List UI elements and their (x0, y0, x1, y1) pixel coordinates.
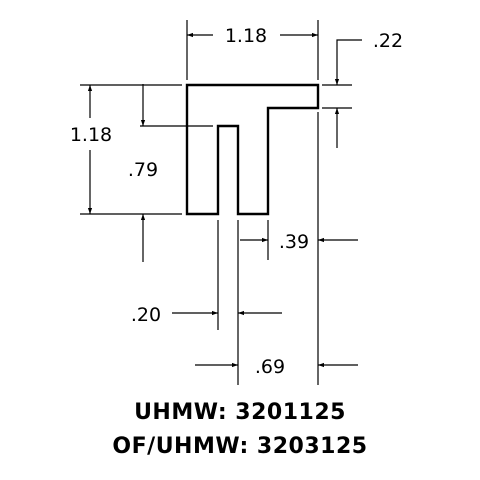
overall-height-label: 1.18 (70, 124, 112, 146)
right-offset-label: .69 (255, 356, 285, 378)
of-uhmw-part-number: OF/UHMW: 3203125 (112, 434, 368, 459)
slot-width-label: .20 (131, 304, 161, 326)
leg-width-label: .39 (279, 231, 309, 253)
uhmw-part-number: UHMW: 3201125 (134, 400, 346, 425)
top-width-label: 1.18 (225, 25, 267, 47)
flange-thickness-label: .22 (373, 30, 403, 52)
leader-line (334, 39, 362, 85)
slot-depth-label: .79 (128, 159, 158, 181)
profile-outline (185, 83, 320, 216)
